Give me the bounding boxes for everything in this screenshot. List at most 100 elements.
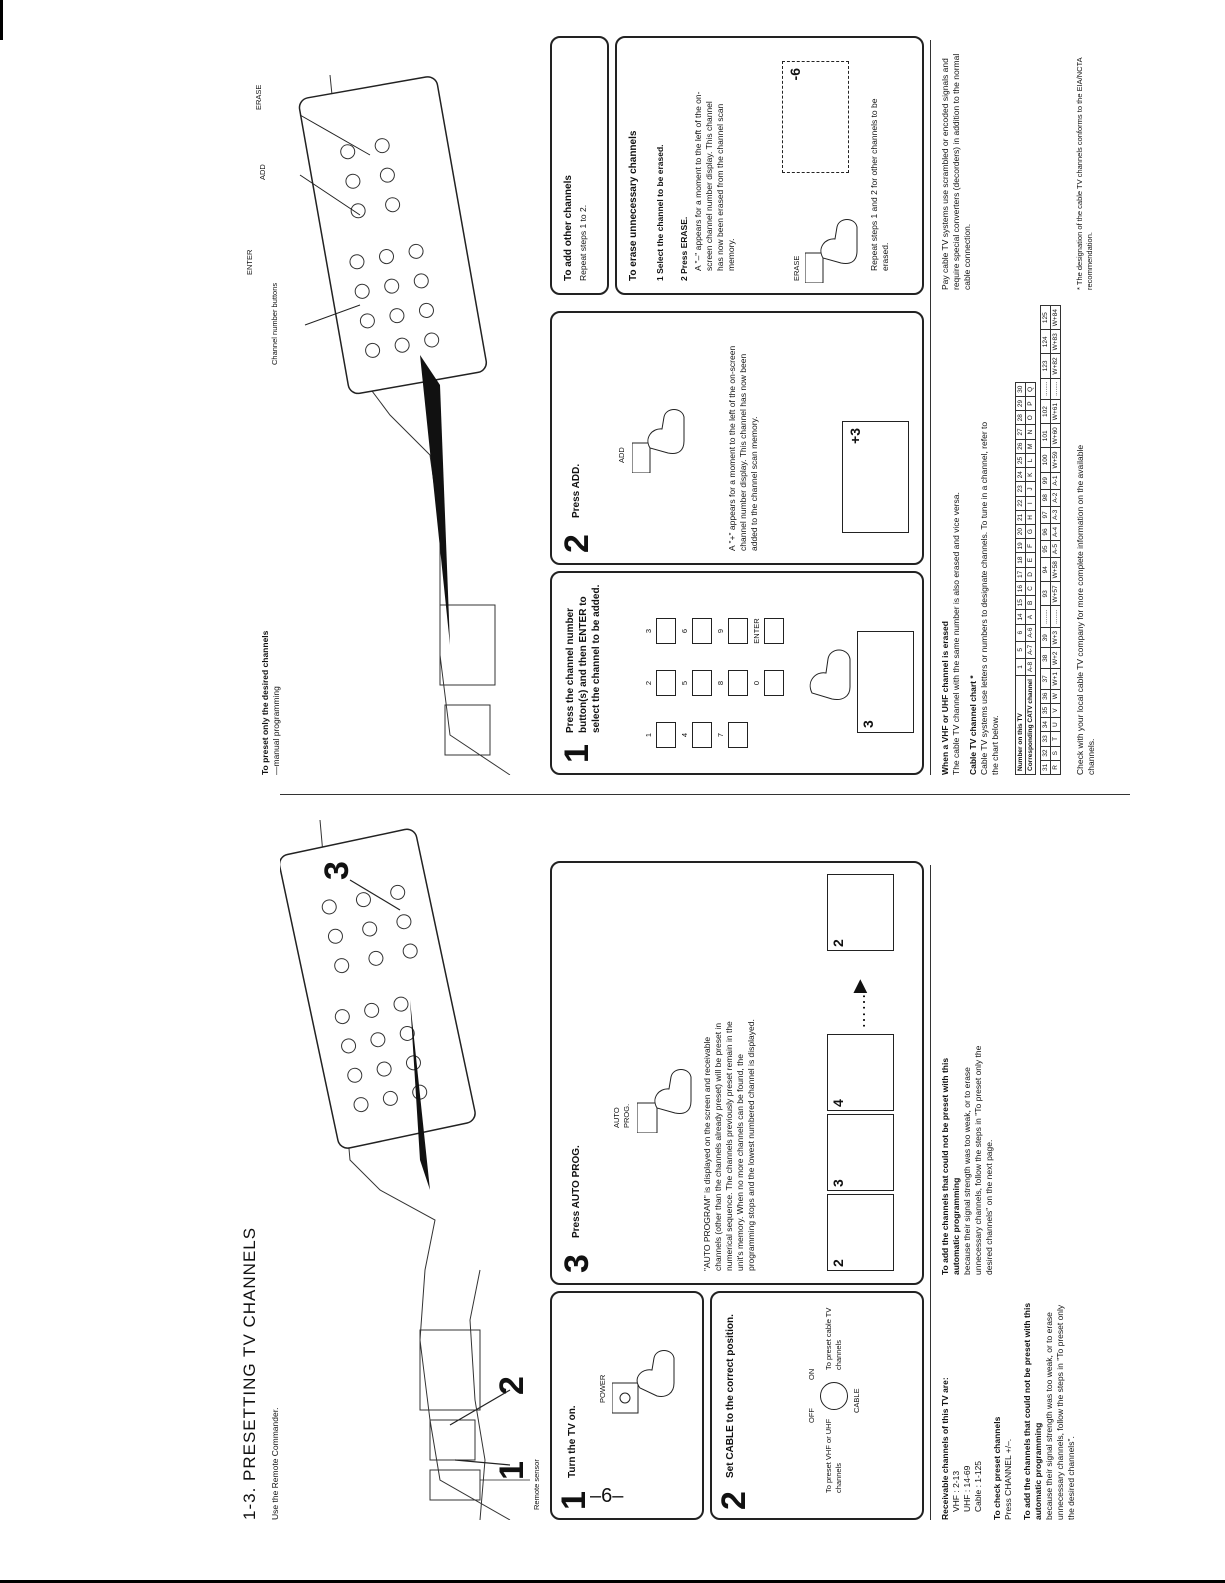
chart-cell: 18 (1015, 552, 1026, 568)
manual-step-1-frame: 3 (857, 631, 914, 733)
chart-cell: A-7 (1025, 641, 1036, 659)
chart-cell: W+83 (1050, 329, 1061, 354)
chart-cell: 17 (1015, 567, 1026, 582)
chart-cell: J (1025, 481, 1036, 497)
enter-label: ENTER (245, 249, 254, 275)
chart-cell: 29 (1015, 396, 1026, 411)
keypad-finger-icon (809, 649, 851, 700)
frame-channel-3-number: 3 (830, 1179, 846, 1187)
erase-button-press-illustration (805, 219, 858, 283)
callout-3: 3 (318, 861, 356, 880)
key-1-label: 1 (644, 732, 653, 738)
chart-cell: A (1025, 609, 1036, 625)
chart-cell: 15 (1015, 595, 1026, 610)
chart-cell: 6 (1015, 624, 1026, 642)
key-0[interactable]: 0 (752, 663, 784, 703)
pay-cable-note: Pay cable TV systems use scrambled or en… (940, 53, 972, 290)
chart-cell: 22 (1015, 496, 1026, 511)
key-1[interactable]: 1 (644, 715, 676, 755)
manual-heading-block: To preset only the desired channels —man… (260, 631, 282, 775)
chart-cell: 20 (1015, 524, 1026, 539)
step-3-box: 3 Press AUTO PROG. AUTO PROG. "AUTO PROG… (550, 861, 924, 1285)
key-7-label: 7 (716, 732, 725, 738)
chart-cell: W+59 (1050, 447, 1061, 473)
chart-cell: 37 (1040, 668, 1051, 690)
key-4-label: 4 (680, 732, 689, 738)
add-button-press-illustration (632, 409, 685, 473)
receivable-vhf: VHF : 2-13 (951, 1470, 961, 1512)
cable-chart-title: Cable TV channel chart * (968, 675, 978, 775)
remote-sensor-label: Remote sensor (532, 1459, 541, 1510)
frame-channel-2-number: 2 (830, 1259, 846, 1267)
chart-cell: A-2 (1050, 489, 1061, 507)
callout-1: 1 (493, 1461, 531, 1480)
chart-cell: A-8 (1025, 658, 1036, 676)
erase-channels-box: To erase unnecessary channels 1 Select t… (615, 36, 924, 295)
key-9[interactable]: 9 (716, 611, 748, 651)
key-3[interactable]: 3 (644, 611, 676, 651)
key-enter[interactable]: ENTER (752, 611, 784, 651)
key-1-body (656, 722, 676, 748)
key-3-label: 3 (644, 628, 653, 634)
chart-cell: 125 (1040, 305, 1051, 330)
chart-cell: 101 (1040, 423, 1051, 448)
key-4[interactable]: 4 (680, 715, 712, 755)
add-other-title: To add other channels (563, 175, 574, 281)
chart-cell: 102 (1040, 399, 1051, 424)
chart-cell: 33 (1040, 731, 1051, 747)
chart-cell: 24 (1015, 467, 1026, 482)
key-0-label: 0 (752, 680, 761, 686)
erase-step-2: 2 Press ERASE. (679, 216, 689, 281)
cable-switch-knob[interactable] (820, 1382, 848, 1410)
chart-cell: 36 (1040, 689, 1051, 704)
key-5[interactable]: 5 (680, 663, 712, 703)
cable-switch-label: CABLE (852, 1388, 861, 1413)
chart-cell: 26 (1015, 439, 1026, 454)
key-7[interactable]: 7 (716, 715, 748, 755)
erase-frame: -6 (782, 61, 849, 173)
key-2[interactable]: 2 (644, 663, 676, 703)
chart-cell: 30 (1015, 382, 1026, 397)
auto-prog-label: AUTO PROG. (612, 1103, 631, 1128)
erase-title: To erase unnecessary channels (628, 130, 639, 281)
page-title: 1-3. PRESETTING TV CHANNELS (240, 1226, 259, 1520)
auto-prog-press-illustration (637, 1069, 692, 1133)
add-other-body: Repeat steps 1 to 2. (578, 204, 588, 281)
auto-program-frames: 2 3 4 ……▶ 2 (827, 871, 907, 1271)
chart-cell: L (1025, 453, 1036, 468)
chart-cell: W+3 (1050, 627, 1061, 648)
chart-cell: A-4 (1050, 523, 1061, 541)
chart-cell: 14 (1015, 609, 1026, 625)
chart-cell: ........ (1050, 606, 1061, 628)
chart-cell: 124 (1040, 329, 1051, 354)
erase-frame-number: -6 (787, 68, 803, 81)
chart-cell: E (1025, 552, 1036, 568)
chart-cell: 21 (1015, 510, 1026, 525)
manual-step-2-number: 2 (558, 534, 596, 553)
chart-cell: 5 (1015, 641, 1026, 659)
chart-cell: ........ (1040, 378, 1051, 400)
manual-step-1-number: 1 (558, 744, 596, 763)
chart-cell: 25 (1015, 453, 1026, 468)
chart-cell: 34 (1040, 717, 1051, 732)
vhf-erased-title: When a VHF or UHF channel is erased (940, 621, 950, 775)
receivable-title: Receivable channels of this TV are: (940, 1377, 950, 1520)
key-6[interactable]: 6 (680, 611, 712, 651)
chart-cell: N (1025, 424, 1036, 440)
manual-heading: To preset only the desired channels (260, 630, 270, 775)
receivable-channels-note: Receivable channels of this TV are: VHF … (940, 1300, 1077, 1520)
add-channels-title-b: To add the channels that could not be pr… (940, 1057, 961, 1275)
add-channels-body-a: because their signal strength was too we… (1044, 1304, 1076, 1520)
key-8[interactable]: 8 (716, 663, 748, 703)
chart-cell: O (1025, 410, 1036, 425)
chart-cell: W+1 (1050, 668, 1061, 690)
chart-cell: 19 (1015, 538, 1026, 553)
key-enter-label: ENTER (752, 618, 761, 644)
chart-cell: V (1050, 703, 1061, 718)
vhf-erased-body: The cable TV channel with the same numbe… (951, 492, 961, 775)
chart-cell: 39 (1040, 627, 1051, 648)
